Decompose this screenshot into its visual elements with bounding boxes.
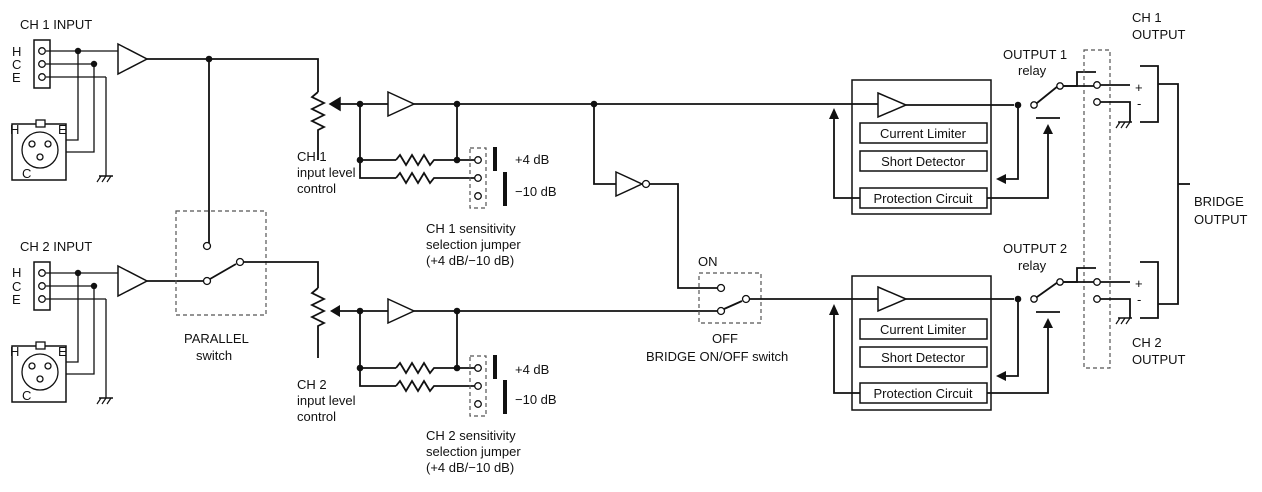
ch2-jack-c-label: C (12, 279, 21, 294)
ch1-short-detector (859, 150, 988, 172)
ch1-jumper-label-2: selection jumper (426, 237, 521, 252)
bridge-off-label: OFF (712, 331, 738, 346)
ch1-out-plus: + (1135, 80, 1143, 95)
parallel-switch-label-2: switch (196, 348, 232, 363)
ch2-minus10-label: −10 dB (515, 392, 557, 407)
parallel-switch[interactable] (175, 210, 267, 316)
ch1-jack-e-label: E (12, 70, 21, 85)
ch1-xlr-h-label: H (10, 122, 19, 137)
ch2-short-detector (859, 346, 988, 368)
bridge-on-off-switch[interactable] (698, 272, 762, 324)
ch1-jumper-label-1: CH 1 sensitivity (426, 221, 516, 236)
ch2-xlr-h-label: H (10, 344, 19, 359)
ch1-minus10-label: −10 dB (515, 184, 557, 199)
ch2-jumper-label-1: CH 2 sensitivity (426, 428, 516, 443)
ch2-jumper-label-3: (+4 dB/−10 dB) (426, 460, 514, 475)
parallel-switch-label-1: PARALLEL (184, 331, 249, 346)
ch2-resistor-a (395, 361, 478, 375)
ch1-xlr-e-label: E (58, 122, 67, 137)
ch2-jack-e-label: E (12, 292, 21, 307)
bridge-inverter (615, 170, 644, 198)
ch2-out-plus: + (1135, 276, 1143, 291)
ch1-xlr-c-label: C (22, 166, 31, 181)
ch1-jumper-label-3: (+4 dB/−10 dB) (426, 253, 514, 268)
ch2-current-limiter (859, 318, 988, 340)
ch1-resistor-b (395, 171, 478, 185)
bridge-switch-label: BRIDGE ON/OFF switch (646, 349, 788, 364)
output1-relay-label-1: OUTPUT 1 (1003, 47, 1067, 62)
ch2-level-pot (309, 287, 327, 358)
ch2-level-label-1: CH 2 (297, 377, 327, 392)
ch2-xlr-e-label: E (58, 344, 67, 359)
output2-relay-label-1: OUTPUT 2 (1003, 241, 1067, 256)
ch2-jumper-label-2: selection jumper (426, 444, 521, 459)
ch1-level-pot (309, 91, 327, 160)
ch2-sensitivity-jumper[interactable] (469, 355, 487, 417)
ch2-level-label-3: control (297, 409, 336, 424)
ch2-protection-circuit-label: Protection Circuit (874, 386, 973, 401)
ch2-jack-h-label: H (12, 265, 21, 280)
ch1-protection-circuit-label: Protection Circuit (874, 191, 973, 206)
ch1-out-minus: - (1137, 96, 1141, 111)
output1-relay-label-2: relay (1018, 63, 1047, 78)
ch1-current-limiter (859, 122, 988, 144)
ch1-jack-h-label: H (12, 44, 21, 59)
output2-relay-label-2: relay (1018, 258, 1047, 273)
ch2-output-label-1: CH 2 (1132, 335, 1162, 350)
ch1-gain-amp (387, 90, 416, 118)
ch1-short-detector-label: Short Detector (881, 154, 965, 169)
bridge-on-label: ON (698, 254, 718, 269)
ch1-output-label-2: OUTPUT (1132, 27, 1186, 42)
ch1-level-label-3: control (297, 181, 336, 196)
ch1-jack-c-label: C (12, 57, 21, 72)
ch1-output-label-1: CH 1 (1132, 10, 1162, 25)
bridge-output-label-1: BRIDGE (1194, 194, 1244, 209)
bridge-output-label-2: OUTPUT (1194, 212, 1248, 227)
ch1-current-limiter-label: Current Limiter (880, 126, 967, 141)
ch1-level-label-2: input level (297, 165, 356, 180)
ch2-level-label-2: input level (297, 393, 356, 408)
ch1-input-buffer (117, 42, 149, 76)
ch1-resistor-a (395, 153, 478, 167)
ch1-power-amp (877, 91, 908, 119)
ch1-plus4-label: +4 dB (515, 152, 549, 167)
ch1-input-label: CH 1 INPUT (20, 17, 92, 32)
ch2-input-buffer (117, 264, 149, 298)
ch2-current-limiter-label: Current Limiter (880, 322, 967, 337)
ch2-gain-amp (387, 297, 416, 325)
ch2-out-minus: - (1137, 292, 1141, 307)
ch2-plus4-label: +4 dB (515, 362, 549, 377)
ch1-level-label-1: CH 1 (297, 149, 327, 164)
ch1-sensitivity-jumper[interactable] (469, 147, 487, 209)
ch2-short-detector-label: Short Detector (881, 350, 965, 365)
ch2-input-label: CH 2 INPUT (20, 239, 92, 254)
ch2-resistor-b (395, 379, 478, 393)
output-terminal-block (1083, 49, 1111, 369)
ch2-xlr-c-label: C (22, 388, 31, 403)
ch2-output-label-2: OUTPUT (1132, 352, 1186, 367)
